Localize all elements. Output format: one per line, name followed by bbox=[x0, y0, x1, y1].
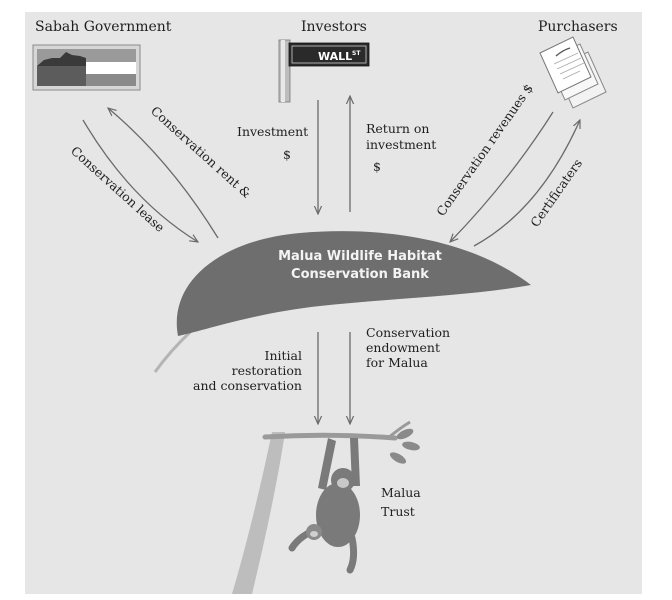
rent-arrow bbox=[108, 108, 219, 239]
restoration-label-line3: and conservation bbox=[193, 378, 302, 393]
endowment-label-line2: endowment bbox=[366, 340, 440, 355]
certificates-arrow bbox=[473, 120, 581, 247]
wall-street-sign-icon: WALL ST bbox=[278, 39, 370, 103]
leaf-bank-node: Malua Wildlife Habitat Conservation Bank bbox=[153, 231, 532, 373]
return-label-line1: Return on bbox=[366, 121, 429, 136]
government-label: Sabah Government bbox=[35, 19, 172, 35]
certificate-documents-icon bbox=[539, 36, 607, 109]
investors-label: Investors bbox=[301, 19, 367, 35]
sabah-flag-icon bbox=[32, 44, 141, 91]
return-dollar: $ bbox=[373, 159, 381, 174]
trust-label-line2: Trust bbox=[381, 504, 415, 519]
trust-label-line1: Malua bbox=[381, 485, 421, 500]
endowment-label-line1: Conservation bbox=[366, 325, 450, 340]
lease-arrow bbox=[82, 119, 198, 242]
bank-label-line1: Malua Wildlife Habitat bbox=[278, 249, 442, 264]
investment-dollar: $ bbox=[283, 147, 291, 162]
investment-label: Investment bbox=[237, 124, 308, 139]
endowment-label-line3: for Malua bbox=[366, 355, 428, 370]
leaf-shape bbox=[176, 231, 532, 336]
bank-label-line2: Conservation Bank bbox=[291, 267, 429, 282]
orangutan-on-branch-icon bbox=[232, 420, 420, 594]
revenues-arrow bbox=[450, 111, 554, 242]
restoration-label-line1: Initial bbox=[265, 348, 302, 363]
restoration-label-line2: restoration bbox=[232, 363, 302, 378]
return-label-line2: investment bbox=[366, 137, 436, 152]
purchasers-label: Purchasers bbox=[538, 19, 618, 35]
wall-sign-text: WALL bbox=[318, 50, 352, 63]
wall-sign-superscript: ST bbox=[352, 50, 361, 57]
